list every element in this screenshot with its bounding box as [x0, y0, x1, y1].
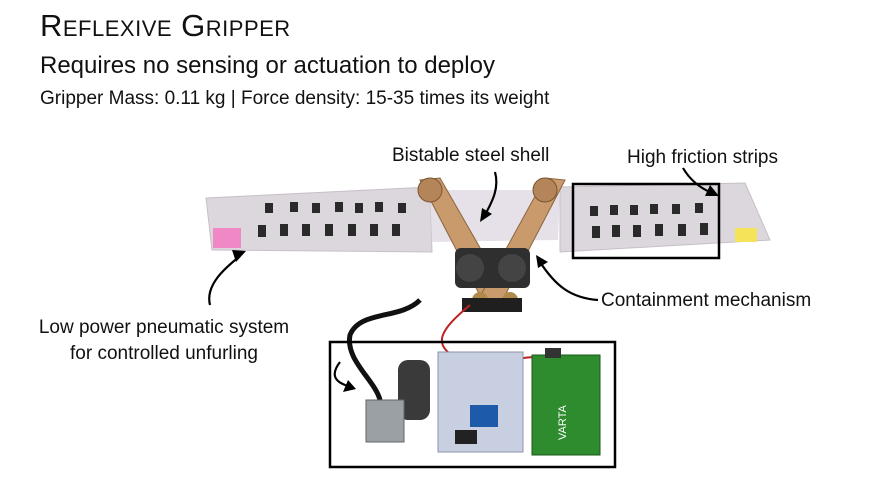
friction-strips-left — [258, 202, 406, 237]
yellow-tip — [735, 228, 757, 242]
gripper-specs: Gripper Mass: 0.11 kg | Force density: 1… — [40, 88, 550, 109]
friction-strips-right — [590, 203, 708, 238]
arrow-pneumatic — [333, 361, 349, 388]
battery-brand: VARTA — [557, 404, 569, 440]
slide-subtitle: Requires no sensing or actuation to depl… — [40, 52, 495, 79]
battery: VARTA — [531, 348, 601, 456]
label-bistable-shell: Bistable steel shell — [392, 145, 550, 166]
label-pneumatic: Low power pneumatic system for controlle… — [14, 315, 314, 367]
containment-mechanism — [417, 177, 566, 312]
arrow-pinktip — [208, 255, 241, 306]
label-pneumatic-line1: Low power pneumatic system — [38, 317, 290, 338]
arrow-contain — [539, 261, 599, 302]
pump — [365, 360, 430, 443]
arrowheads — [232, 185, 719, 392]
pneumatic-system-highlight-box — [328, 340, 617, 469]
pneumatic-tube — [346, 298, 422, 401]
slide-title: Reflexive Gripper — [40, 8, 291, 43]
control-board — [437, 351, 524, 453]
label-containment: Containment mechanism — [601, 290, 812, 311]
friction-strips-highlight-box — [571, 182, 721, 260]
callout-arrows — [208, 167, 713, 388]
label-pneumatic-line2: for controlled unfurling — [70, 343, 258, 364]
pink-tip — [213, 228, 241, 248]
label-friction-strips: High friction strips — [627, 147, 778, 168]
